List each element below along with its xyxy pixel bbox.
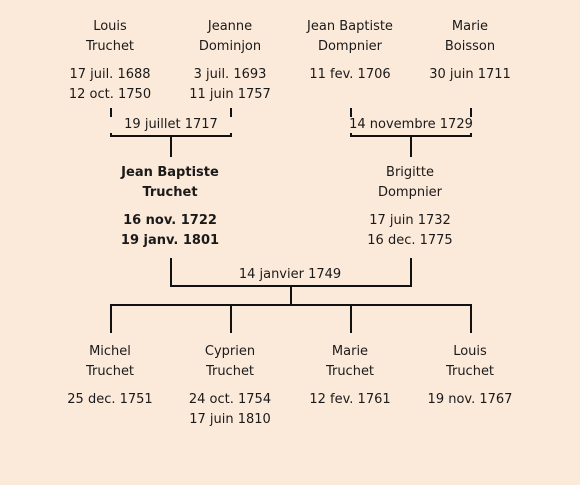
person-child-louis: Louis Truchet 19 nov. 1767 [405,342,535,410]
person-dates: 16 nov. 1722 19 janv. 1801 [105,211,235,251]
person-dates: 17 juin 1732 16 dec. 1775 [345,211,475,251]
person-last-name: Dompnier [317,39,383,54]
death-date: 17 juin 1810 [189,412,271,427]
person-child-michel: Michel Truchet 25 dec. 1751 [45,342,175,410]
person-first-name: Jeanne [207,19,253,34]
connector-line [410,258,412,287]
marriage-date-label: 19 juillet 1717 [71,117,271,133]
descent-line [290,285,292,305]
child-connector-line [350,304,352,333]
person-first-name: Brigitte [386,165,434,180]
person-first-name: Marie [451,19,489,34]
person-last-name: Truchet [445,364,495,379]
person-last-name: Truchet [85,39,135,54]
death-date: 16 dec. 1775 [367,233,453,248]
person-first-name: Jean Baptiste [307,19,393,34]
birth-date: 17 juil. 1688 [69,67,151,82]
child-connector-line [110,304,112,333]
person-first-name: Marie [331,344,369,359]
marriage-date-label: 14 janvier 1749 [190,267,390,283]
descent-line [170,135,172,157]
marriage-date-label: 14 novembre 1729 [311,117,511,133]
person-last-name: Dominjon [198,39,262,54]
person-father-truchet: Jean Baptiste Truchet 16 nov. 1722 19 ja… [105,163,235,251]
person-last-name: Truchet [205,364,255,379]
child-connector-line [230,304,232,333]
person-grandfather-truchet: Louis Truchet 17 juil. 1688 12 oct. 1750 [45,17,175,105]
birth-date: 25 dec. 1751 [67,392,153,407]
birth-date: 17 juin 1732 [369,213,451,228]
death-date: 12 oct. 1750 [68,87,152,102]
person-child-cyprien: Cyprien Truchet 24 oct. 1754 17 juin 181… [165,342,295,430]
person-last-name: Truchet [325,364,375,379]
person-first-name: Louis [453,344,487,359]
child-connector-line [470,304,472,333]
person-first-name: Cyprien [204,344,256,359]
birth-date: 19 nov. 1767 [427,392,513,407]
birth-date: 30 juin 1711 [429,67,511,82]
connector-line [170,258,172,287]
person-grandfather-dompnier: Jean Baptiste Dompnier 11 fev. 1706 [285,17,415,85]
person-dates: 12 fev. 1761 [285,390,415,410]
person-dates: 24 oct. 1754 17 juin 1810 [165,390,295,430]
person-last-name: Dompnier [377,185,443,200]
sibling-line [110,304,472,306]
person-mother-dompnier: Brigitte Dompnier 17 juin 1732 16 dec. 1… [345,163,475,251]
person-dates: 25 dec. 1751 [45,390,175,410]
person-grandmother-dominjon: Jeanne Dominjon 3 juil. 1693 11 juin 175… [165,17,295,105]
birth-date: 12 fev. 1761 [309,392,391,407]
birth-date: 16 nov. 1722 [123,213,217,228]
birth-date: 24 oct. 1754 [188,392,272,407]
birth-date: 3 juil. 1693 [193,67,267,82]
person-last-name: Boisson [444,39,496,54]
person-dates: 11 fev. 1706 [285,65,415,85]
person-last-name: Truchet [142,185,198,200]
death-date: 19 janv. 1801 [120,233,220,248]
person-dates: 30 juin 1711 [405,65,535,85]
descent-line [410,135,412,157]
person-child-marie: Marie Truchet 12 fev. 1761 [285,342,415,410]
birth-date: 11 fev. 1706 [309,67,391,82]
person-dates: 3 juil. 1693 11 juin 1757 [165,65,295,105]
death-date: 11 juin 1757 [189,87,271,102]
person-last-name: Truchet [85,364,135,379]
person-first-name: Michel [89,344,131,359]
person-first-name: Jean Baptiste [121,165,219,180]
person-first-name: Louis [93,19,127,34]
person-dates: 19 nov. 1767 [405,390,535,410]
person-grandmother-boisson: Marie Boisson 30 juin 1711 [405,17,535,85]
person-dates: 17 juil. 1688 12 oct. 1750 [45,65,175,105]
